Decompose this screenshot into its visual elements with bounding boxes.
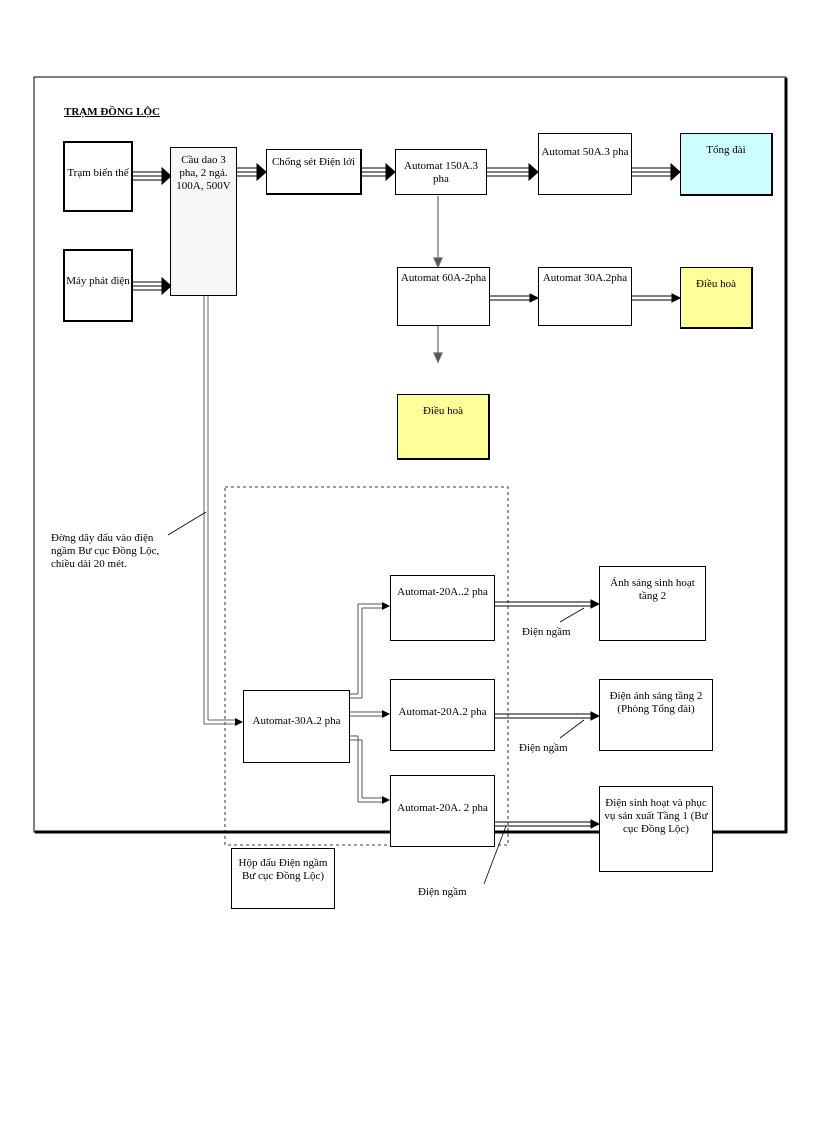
automat-30a-label: Automat-30A.2 pha [252,715,341,727]
switchboard-label: Tổng đài [706,144,746,156]
arrow-30-to-aircon [632,293,682,303]
automat-20a-box-3: Automat-20A. 2 pha [390,775,495,847]
diagram-title: TRẠM ĐỒNG LỘC [64,106,160,118]
junction-dashed-area [224,486,509,846]
underground-label-1: Điện ngầm [522,626,571,638]
pointer-dien-ngam-3 [483,825,507,885]
aircon-box-2: Điều hoà [397,394,490,460]
feeder-cable [203,296,243,726]
feeder-cable-label: Đờng dây đấu vào điện ngầm Bư cục Đồng L… [51,532,160,570]
pointer-dien-ngam-2 [559,719,585,739]
aircon-label-2: Điều hoà [422,405,463,417]
junction-box-label: Hộp đấu Điện ngầm Bư cục Đồng Lộc) [238,857,328,882]
automat-20a-label-1: Automat-20A..2 pha [397,586,488,598]
arrow-transformer-to-switch [133,166,172,186]
generator-box: Máy phát điện [63,249,133,322]
arrow-60-to-aircon [433,326,443,364]
aircon-label-1: Điều hoà [695,278,736,290]
automat-30-2pha-label: Automat 30A.2pha [542,272,628,284]
automat-20a-box-2: Automat-20A.2 pha [390,679,495,751]
branch-to-20a-2 [350,710,390,718]
lighting-floor2-box: Ánh sáng sinh hoạt tầng 2 [599,566,706,641]
aircon-box-1: Điều hoà [680,267,753,329]
automat-150-label: Automat 150A.3 pha [404,160,478,185]
automat-60-label: Automat 60A-2pha [400,272,487,284]
underground-label-3: Điện ngầm [418,886,467,898]
surge-arrester-box: Chống sét Điện lới [266,149,362,195]
arrow-switch-to-surge [237,162,267,182]
pointer-dien-ngam-1 [559,607,585,623]
automat-50-box: Automat 50A.3 pha [538,133,632,195]
arrow-150-to-60 [433,196,443,269]
arrow-20a-1-to-load [495,599,601,609]
arrow-surge-to-150 [362,162,396,182]
surge-arrester-label: Chống sét Điện lới [271,156,356,168]
main-switch-box: Cầu dao 3 pha, 2 ngả. 100A, 500V [170,147,237,296]
arrow-150-to-50 [487,162,539,182]
lighting-floor2-label: Ánh sáng sinh hoạt tầng 2 [610,577,695,602]
automat-50-label: Automat 50A.3 pha [541,146,629,158]
automat-30-2pha-box: Automat 30A.2pha [538,267,632,326]
transformer-label: Trạm biến thế [67,167,129,179]
underground-label-2: Điện ngầm [519,742,568,754]
switchboard-box: Tổng đài [680,133,773,196]
arrow-generator-to-switch [133,276,172,296]
domestic-floor1-label: Điện sinh hoạt và phục vụ sản xuất Tầng … [604,797,708,835]
transformer-box: Trạm biến thế [63,141,133,212]
automat-20a-label-3: Automat-20A. 2 pha [397,802,488,814]
automat-60-box: Automat 60A-2pha [397,267,490,326]
arrow-20a-2-to-load [495,711,601,721]
arrow-50-to-switchboard [632,162,681,182]
lighting-switchroom-box: Điện ánh sáng tầng 2 (Phòng Tổng đài) [599,679,713,751]
generator-label: Máy phát điện [66,275,130,287]
automat-20a-label-2: Automat-20A.2 pha [398,706,487,718]
arrow-20a-3-to-load [495,819,601,829]
lighting-switchroom-label: Điện ánh sáng tầng 2 (Phòng Tổng đài) [609,690,703,715]
main-switch-label: Cầu dao 3 pha, 2 ngả. 100A, 500V [176,154,231,192]
arrow-60-to-30 [490,293,540,303]
junction-box: Hộp đấu Điện ngầm Bư cục Đồng Lộc) [231,848,335,909]
callout-line [167,511,207,536]
automat-30a-box: Automat-30A.2 pha [243,690,350,763]
domestic-floor1-box: Điện sinh hoạt và phục vụ sản xuất Tầng … [599,786,713,872]
automat-150-box: Automat 150A.3 pha [395,149,487,195]
automat-20a-box-1: Automat-20A..2 pha [390,575,495,641]
branch-to-20a-1 [350,602,390,699]
branch-to-20a-3 [350,735,390,804]
